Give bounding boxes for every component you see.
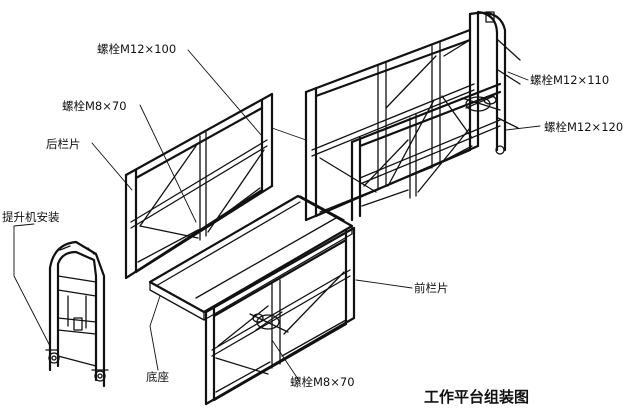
label-front-rail-panel: 前栏片 [414,281,449,295]
label-hoist-install: 提升机安装 [2,210,60,224]
label-bolt-m12x110: 螺栓M12×110 [530,73,609,87]
label-bolt-m8x70-bottom: 螺栓M8×70 [290,375,355,389]
main-frame-drawing [304,10,521,222]
label-bolt-m12x100: 螺栓M12×100 [97,42,176,56]
base-drawing [148,194,354,321]
hoist-stand-drawing [45,240,109,388]
leader-lines [13,49,541,383]
diagram-title: 工作平台组装图 [424,388,529,406]
label-bolt-m12x120: 螺栓M12×120 [544,120,623,134]
rear-rail-panel-drawing [124,92,274,280]
front-rail-panel-drawing [204,226,356,406]
label-base: 底座 [146,370,169,384]
label-rear-rail-panel: 后栏片 [46,137,81,151]
label-bolt-m8x70-top: 螺栓M8×70 [62,99,127,113]
